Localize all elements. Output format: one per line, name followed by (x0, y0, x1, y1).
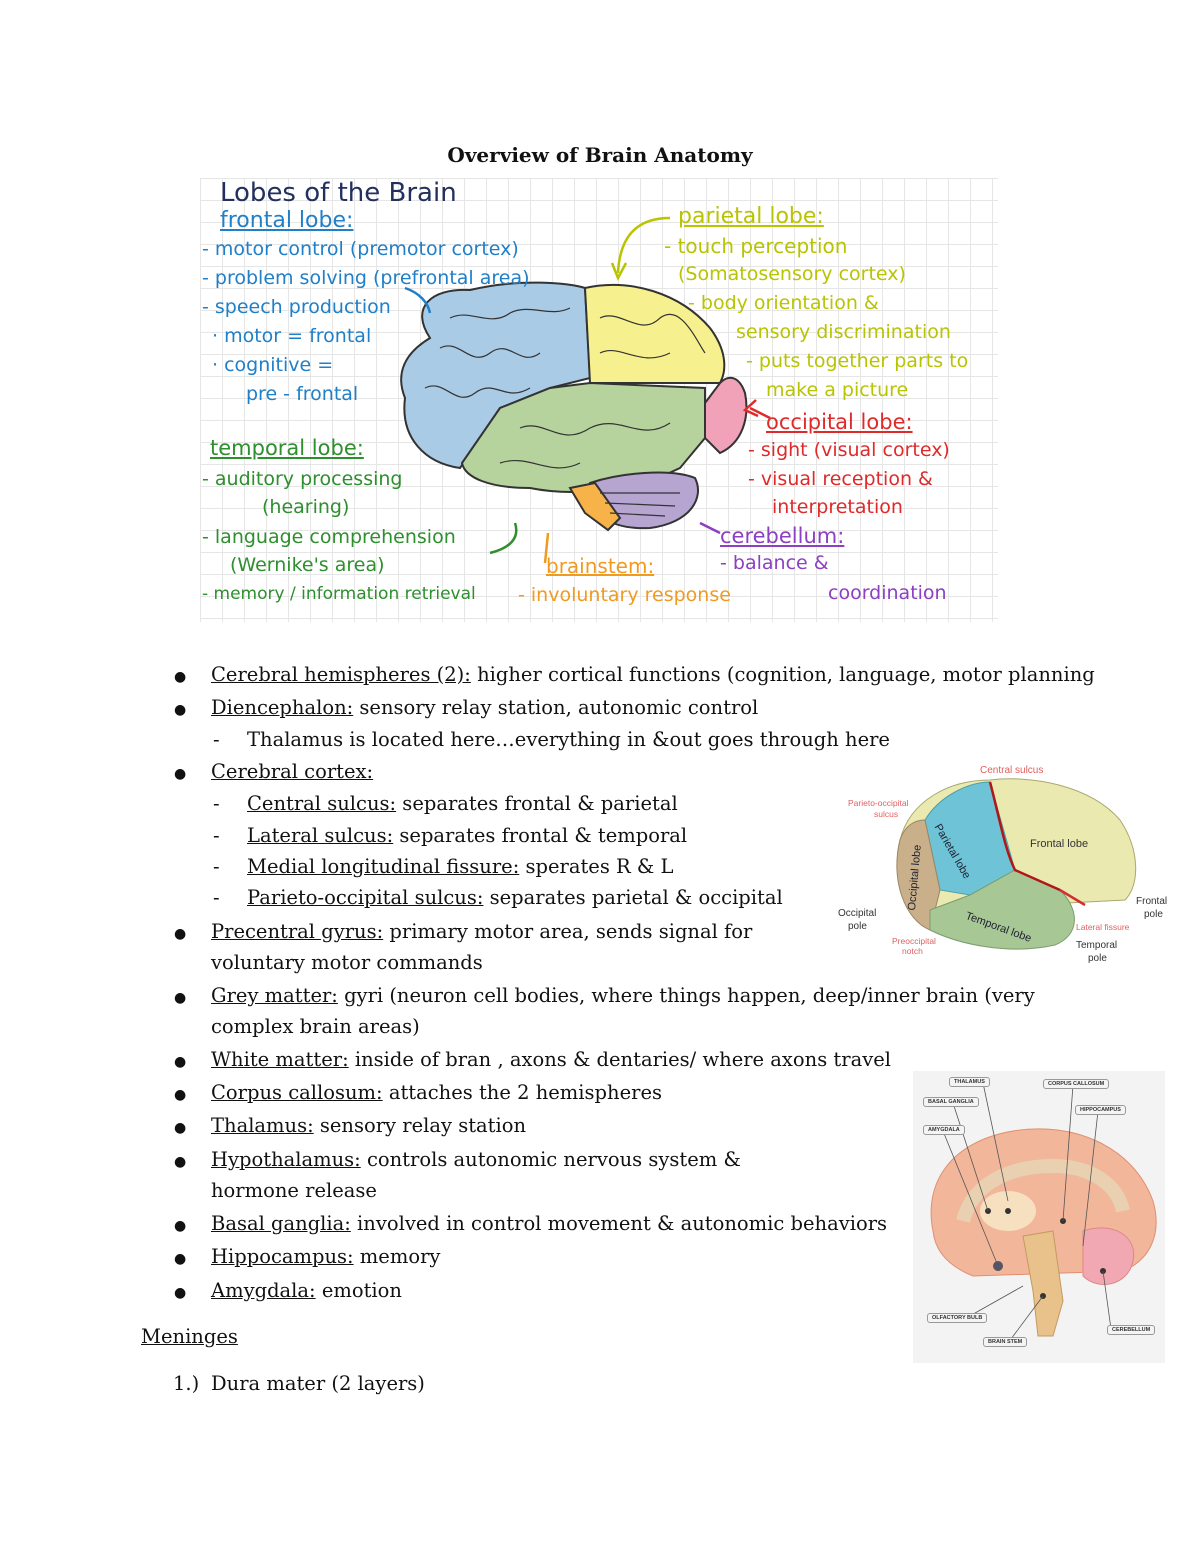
list-item: Hippocampus: memory (211, 1245, 441, 1268)
numbered-item-number: 1.) (173, 1372, 200, 1395)
bullet-marker: ● (174, 702, 187, 718)
lateral-brain-illustration (896, 778, 1137, 950)
bullet-marker: ● (174, 1087, 187, 1103)
bullet-marker: ● (174, 766, 187, 782)
bullet-marker: ● (174, 1218, 187, 1234)
sub-list-item: Parieto-occipital sulcus: separates pari… (247, 886, 783, 909)
occipital-line: - sight (visual cortex) (748, 439, 950, 461)
bullet-marker: ● (174, 1251, 187, 1267)
list-item: Cerebral cortex: (211, 760, 374, 783)
basal-ganglia-tag: BASAL GANGLIA (923, 1097, 979, 1107)
parietal-line: sensory discrimination (736, 321, 951, 343)
temporal-line: (Wernike's area) (230, 554, 385, 576)
temporal-line: - auditory processing (202, 468, 403, 490)
brain-illustration (400, 216, 771, 564)
occipital-pole-label: Occipital (838, 908, 877, 919)
list-item-continuation: voluntary motor commands (211, 951, 483, 974)
cerebellum-line: - balance & (720, 552, 829, 574)
bullet-marker: ● (174, 669, 187, 685)
bullet-marker: ● (174, 926, 187, 942)
parietal-line: - touch perception (664, 234, 848, 258)
lateral-fissure-label: Lateral fissure (1076, 922, 1130, 932)
temporal-line: - memory / information retrieval (202, 584, 476, 604)
bullet-marker: ● (174, 1154, 187, 1170)
central-sulcus-label: Central sulcus (980, 765, 1044, 776)
sagittal-brain-illustration (930, 1082, 1157, 1344)
list-item-continuation: hormone release (211, 1179, 377, 1202)
lateral-brain-figure: Central sulcus Parieto-occipital sulcus … (830, 760, 1190, 970)
frontal-line: - speech production (202, 296, 391, 318)
olfactory-bulb-tag: OLFACTORY BULB (927, 1313, 988, 1323)
frontal-line: - motor control (premotor cortex) (202, 238, 519, 260)
list-item: Amygdala: emotion (211, 1279, 402, 1302)
temporal-line: - language comprehension (202, 526, 456, 548)
bullet-marker: ● (174, 1285, 187, 1301)
bullet-marker: ● (174, 1054, 187, 1070)
occipital-pole-label: pole (848, 921, 867, 932)
frontal-lobe-label: Frontal lobe (1030, 838, 1089, 850)
temporal-lobe-title: temporal lobe: (210, 436, 364, 460)
temporal-pole-label: Temporal (1076, 940, 1118, 951)
corpus-callosum-tag: CORPUS CALLOSUM (1043, 1079, 1110, 1089)
frontal-line: · cognitive = (212, 354, 334, 376)
sub-dash: - (213, 792, 220, 815)
list-item-continuation: complex brain areas) (211, 1015, 420, 1038)
thalamus-tag: THALAMUS (949, 1077, 990, 1087)
list-item: Grey matter: gyri (neuron cell bodies, w… (211, 984, 1035, 1007)
list-item: Diencephalon: sensory relay station, aut… (211, 696, 759, 719)
list-item: Basal ganglia: involved in control movem… (211, 1212, 888, 1235)
occipital-lobe-title: occipital lobe: (766, 410, 913, 434)
sub-list-item: - (213, 728, 220, 751)
occipital-line: interpretation (772, 496, 903, 518)
sagittal-brain-figure: THALAMUS BASAL GANGLIA AMYGDALA CORPUS C… (913, 1071, 1165, 1363)
meninges-heading: Meninges (141, 1325, 238, 1348)
brainstem-line: - involuntary response (518, 584, 731, 606)
brainstem-title: brainstem: (546, 554, 655, 578)
frontal-pole-label: Frontal (1136, 896, 1168, 907)
parietal-line: - body orientation & (688, 292, 879, 314)
amygdala-tag: AMYGDALA (923, 1125, 965, 1135)
cerebellum-tag: CEREBELLUM (1107, 1325, 1156, 1335)
parietal-line: - puts together parts to (746, 350, 969, 372)
temporal-pole-label: pole (1088, 953, 1107, 964)
cerebellum-line: coordination (828, 582, 947, 604)
parietal-line: (Somatosensory cortex) (678, 263, 906, 285)
hippocampus-tag: HIPPOCAMPUS (1075, 1105, 1126, 1115)
page-title: Overview of Brain Anatomy (447, 143, 753, 167)
parieto-occipital-label: Parieto-occipital (848, 798, 909, 808)
list-item: Corpus callosum: attaches the 2 hemisphe… (211, 1081, 662, 1104)
preoccipital-label: Preoccipital (892, 936, 936, 946)
temporal-line: (hearing) (262, 496, 350, 518)
list-item: Thalamus: sensory relay station (211, 1114, 527, 1137)
list-item: Hypothalamus: controls autonomic nervous… (211, 1148, 741, 1171)
parietal-lobe-title: parietal lobe: (678, 204, 824, 229)
bullet-marker: ● (174, 990, 187, 1006)
lobes-heading: Lobes of the Brain (220, 178, 457, 208)
frontal-line: - problem solving (prefrontal area) (202, 267, 530, 289)
frontal-pole-label: pole (1144, 909, 1163, 920)
list-item: Precentral gyrus: primary motor area, se… (211, 920, 753, 943)
sub-list-item: Central sulcus: separates frontal & pari… (247, 792, 678, 815)
frontal-lobe-title: frontal lobe: (220, 208, 354, 233)
brain-stem-tag: BRAIN STEM (983, 1337, 1028, 1347)
occipital-line: - visual reception & (748, 468, 933, 490)
list-item: White matter: inside of bran , axons & d… (211, 1048, 891, 1071)
cerebellum-title: cerebellum: (720, 524, 845, 548)
lobes-of-brain-figure: Lobes of the Brain frontal lobe: - motor… (200, 178, 998, 622)
sub-dash: - (213, 855, 220, 878)
parieto-occipital-label: sulcus (874, 809, 899, 819)
sub-list-item: Thalamus is located here…everything in &… (247, 728, 890, 751)
sub-dash: - (213, 886, 220, 909)
sub-dash: - (213, 824, 220, 847)
list-item: Cerebral hemispheres (2): higher cortica… (211, 663, 1095, 686)
frontal-line: pre - frontal (246, 383, 359, 405)
preoccipital-label: notch (902, 946, 923, 956)
sub-list-item: Lateral sulcus: separates frontal & temp… (247, 824, 688, 847)
sub-list-item: Medial longitudinal fissure: sperates R … (247, 855, 674, 878)
parietal-line: make a picture (766, 379, 909, 401)
numbered-item: Dura mater (2 layers) (211, 1372, 425, 1395)
frontal-line: · motor = frontal (212, 325, 372, 347)
bullet-marker: ● (174, 1120, 187, 1136)
